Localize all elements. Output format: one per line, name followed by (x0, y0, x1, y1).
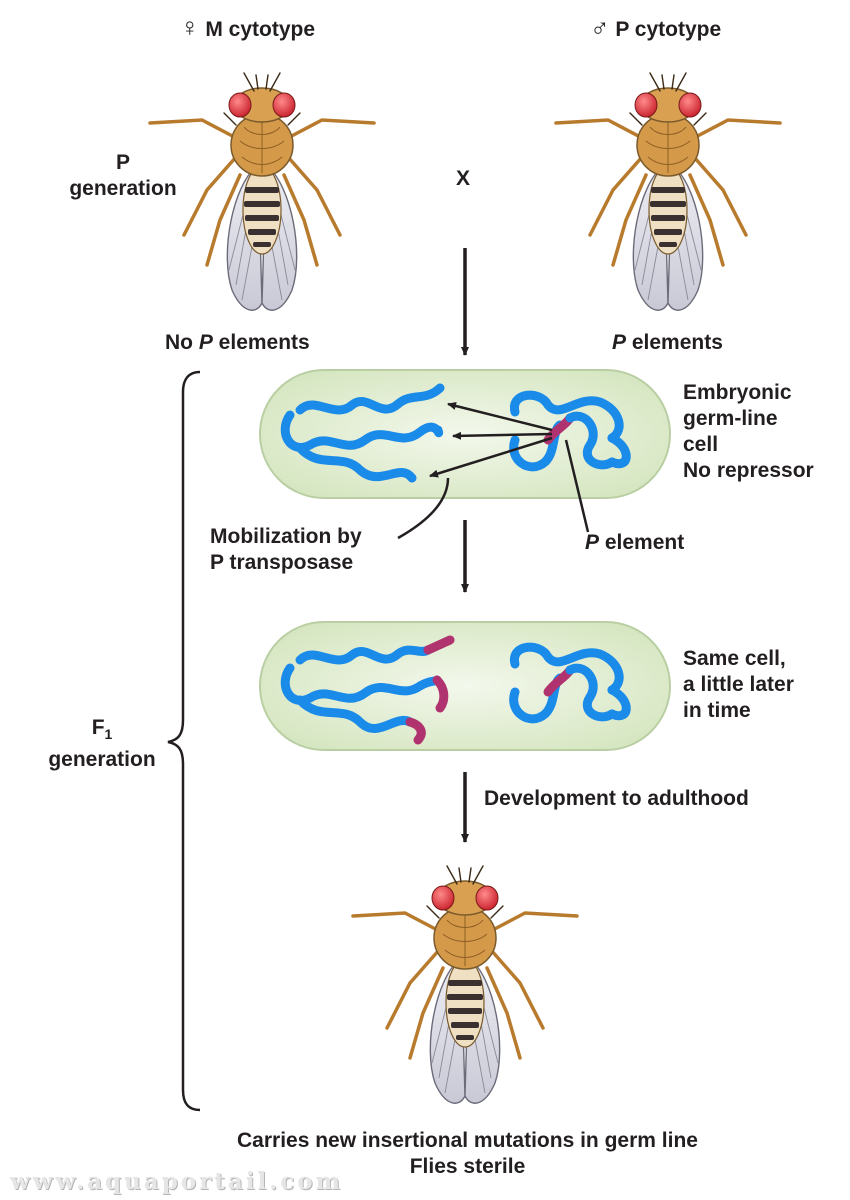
inserted-p-element-1 (423, 635, 455, 655)
germline-cell-1 (259, 369, 671, 540)
germline-cell-2 (259, 621, 671, 751)
mobilization-callout-line (397, 477, 450, 540)
female-caption: No P elements (165, 331, 310, 354)
chromosome-left (280, 383, 445, 483)
f1-generation-label: F1 generation (48, 716, 156, 772)
watermark: www.aquaportail.com (10, 1168, 343, 1195)
p-generation-label: P generation (69, 151, 177, 200)
cell1-description: Embryonic germ-line cell No repressor (683, 381, 814, 482)
inserted-p-element-2 (432, 675, 449, 713)
female-symbol-icon: ♀ (180, 12, 200, 42)
p-element-label: P element (585, 531, 685, 554)
male-symbol-icon: ♂ (590, 12, 610, 42)
cross-symbol: X (456, 167, 471, 190)
footer-caption: Carries new insertional mutations in ger… (237, 1129, 698, 1178)
cell2-description: Same cell, a little later in time (683, 647, 794, 722)
mobilization-label: Mobilization by P transposase (210, 525, 362, 574)
chromosome-right (509, 390, 631, 472)
male-caption: P elements (612, 331, 723, 354)
male-fly-illustration (554, 71, 782, 312)
p-element-callout-line (564, 439, 590, 533)
inserted-p-element-3 (405, 717, 426, 745)
male-cytotype-heading: ♂ P cytotype (590, 12, 722, 42)
offspring-fly-illustration (351, 864, 579, 1105)
f1-bracket (167, 370, 201, 1112)
development-label: Development to adulthood (484, 787, 749, 810)
female-cytotype-heading: ♀ M cytotype (180, 12, 316, 42)
